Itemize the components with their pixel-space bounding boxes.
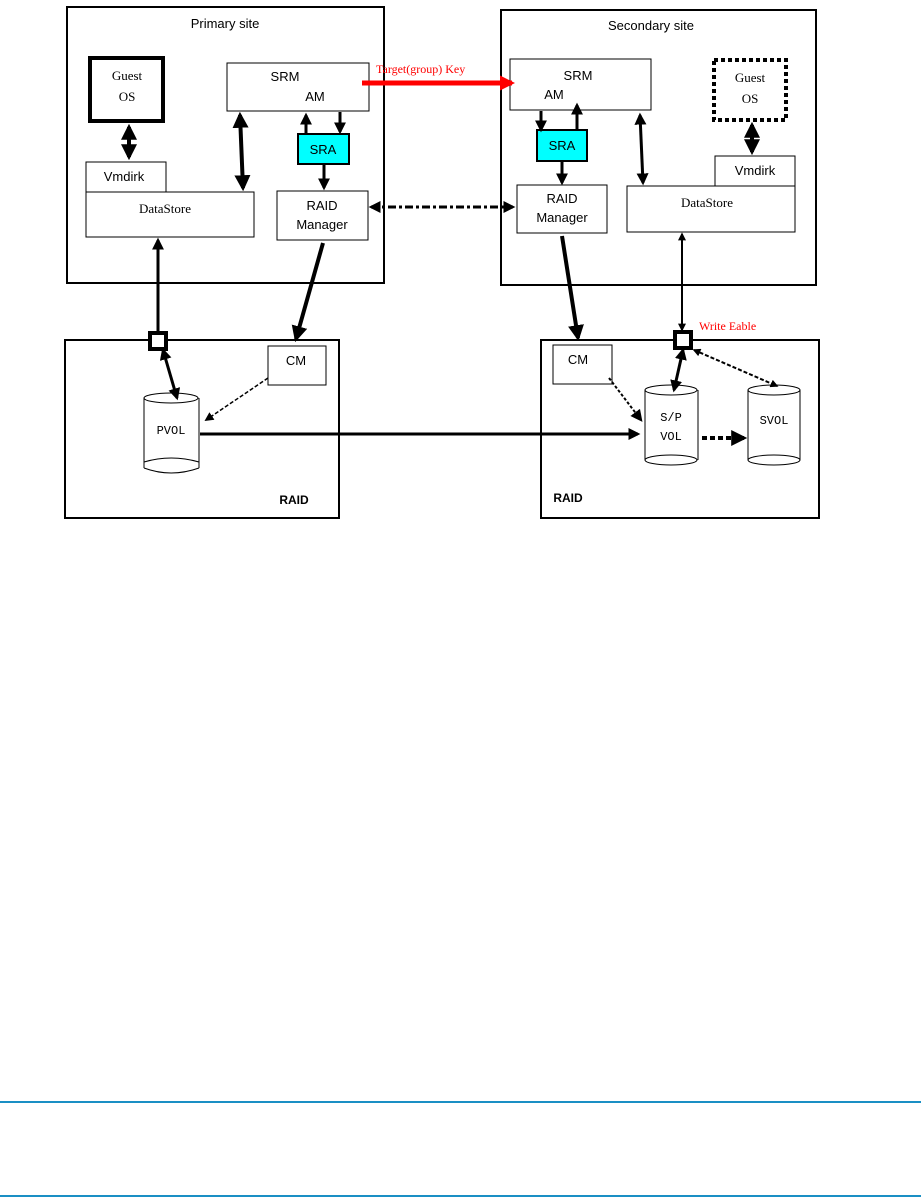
target-key-label: Target(group) Key (376, 62, 465, 76)
secondary-am-label: AM (544, 87, 564, 102)
footer-rule-top (0, 1101, 921, 1103)
replication-diagram: Primary site Guest OS SRM AM SRA Vmdirk … (64, 6, 820, 519)
svol-volume[interactable]: SVOL (747, 384, 801, 466)
svg-text:PVOL: PVOL (157, 424, 186, 438)
primary-guest-os[interactable]: Guest OS (88, 56, 165, 123)
port-to-spvol-arrow (670, 347, 687, 393)
svg-text:SRA: SRA (549, 138, 576, 153)
primary-raid: RAID CM PVOL (64, 237, 340, 519)
primary-raid-label: RAID (279, 493, 309, 507)
port-to-svol-arrow (692, 348, 779, 388)
primary-site: Primary site Guest OS SRM AM SRA Vmdirk … (66, 6, 385, 284)
primary-srm-label: SRM (271, 69, 300, 84)
cm-to-spvol-arrow (608, 377, 643, 422)
secondary-datastore[interactable]: DataStore (626, 185, 796, 233)
secondary-raid-manager[interactable]: RAID Manager (516, 184, 608, 234)
svg-text:CM: CM (286, 353, 306, 368)
svg-text:CM: CM (568, 352, 588, 367)
primary-datastore[interactable]: DataStore (85, 191, 255, 238)
raid-manager-to-cm-arrow (560, 235, 584, 342)
secondary-vmdisk[interactable]: Vmdirk (714, 155, 796, 187)
secondary-site-frame (500, 9, 817, 286)
primary-raid-manager[interactable]: RAID Manager (276, 190, 369, 241)
primary-port-icon (148, 331, 168, 351)
svg-text:SVOL: SVOL (760, 414, 789, 428)
svg-text:OS: OS (119, 89, 136, 104)
primary-sra[interactable]: SRA (297, 133, 350, 165)
svg-text:Manager: Manager (296, 217, 348, 232)
svg-text:VOL: VOL (660, 430, 682, 444)
svg-text:RAID: RAID (546, 191, 577, 206)
secondary-guest-os[interactable]: Guest OS (712, 58, 788, 122)
secondary-site: Secondary site SRM AM Guest OS SRA Vmdir… (500, 9, 817, 286)
secondary-site-title: Secondary site (608, 18, 694, 33)
secondary-sra[interactable]: SRA (536, 129, 588, 162)
svg-text:Guest: Guest (735, 70, 766, 85)
write-enable-label: Write Eable (699, 319, 756, 333)
raid-manager-to-cm-arrow (291, 242, 325, 343)
primary-vmdisk[interactable]: Vmdirk (85, 161, 167, 193)
srm-datastore-arrow (634, 112, 649, 186)
secondary-srm-am[interactable]: SRM AM (509, 58, 652, 111)
srm-datastore-arrow (232, 111, 251, 192)
svg-text:DataStore: DataStore (139, 201, 191, 216)
secondary-cm[interactable]: CM (552, 344, 613, 385)
primary-site-title: Primary site (191, 16, 260, 31)
port-to-pvol-arrow (159, 347, 181, 401)
secondary-raid-label: RAID (553, 491, 583, 505)
cm-to-pvol-arrow (204, 377, 269, 422)
svg-text:RAID: RAID (306, 198, 337, 213)
secondary-raid: RAID CM S/P VOL SVOL Write Eable (540, 232, 820, 519)
footer-rule-bottom (0, 1195, 921, 1197)
svg-text:Manager: Manager (536, 210, 588, 225)
secondary-srm-label: SRM (564, 68, 593, 83)
svg-text:Vmdirk: Vmdirk (735, 163, 776, 178)
primary-srm-am[interactable]: SRM AM (226, 62, 370, 112)
primary-am-label: AM (305, 89, 325, 104)
svg-text:S/P: S/P (660, 411, 682, 425)
svg-text:OS: OS (742, 91, 759, 106)
pvol-volume[interactable]: PVOL (143, 392, 200, 474)
svg-text:Guest: Guest (112, 68, 143, 83)
svg-text:DataStore: DataStore (681, 195, 733, 210)
svg-text:Vmdirk: Vmdirk (104, 169, 145, 184)
spvol-volume[interactable]: S/P VOL (644, 384, 699, 466)
secondary-port-icon (673, 330, 693, 350)
primary-cm[interactable]: CM (267, 345, 327, 386)
svg-text:SRA: SRA (310, 142, 337, 157)
